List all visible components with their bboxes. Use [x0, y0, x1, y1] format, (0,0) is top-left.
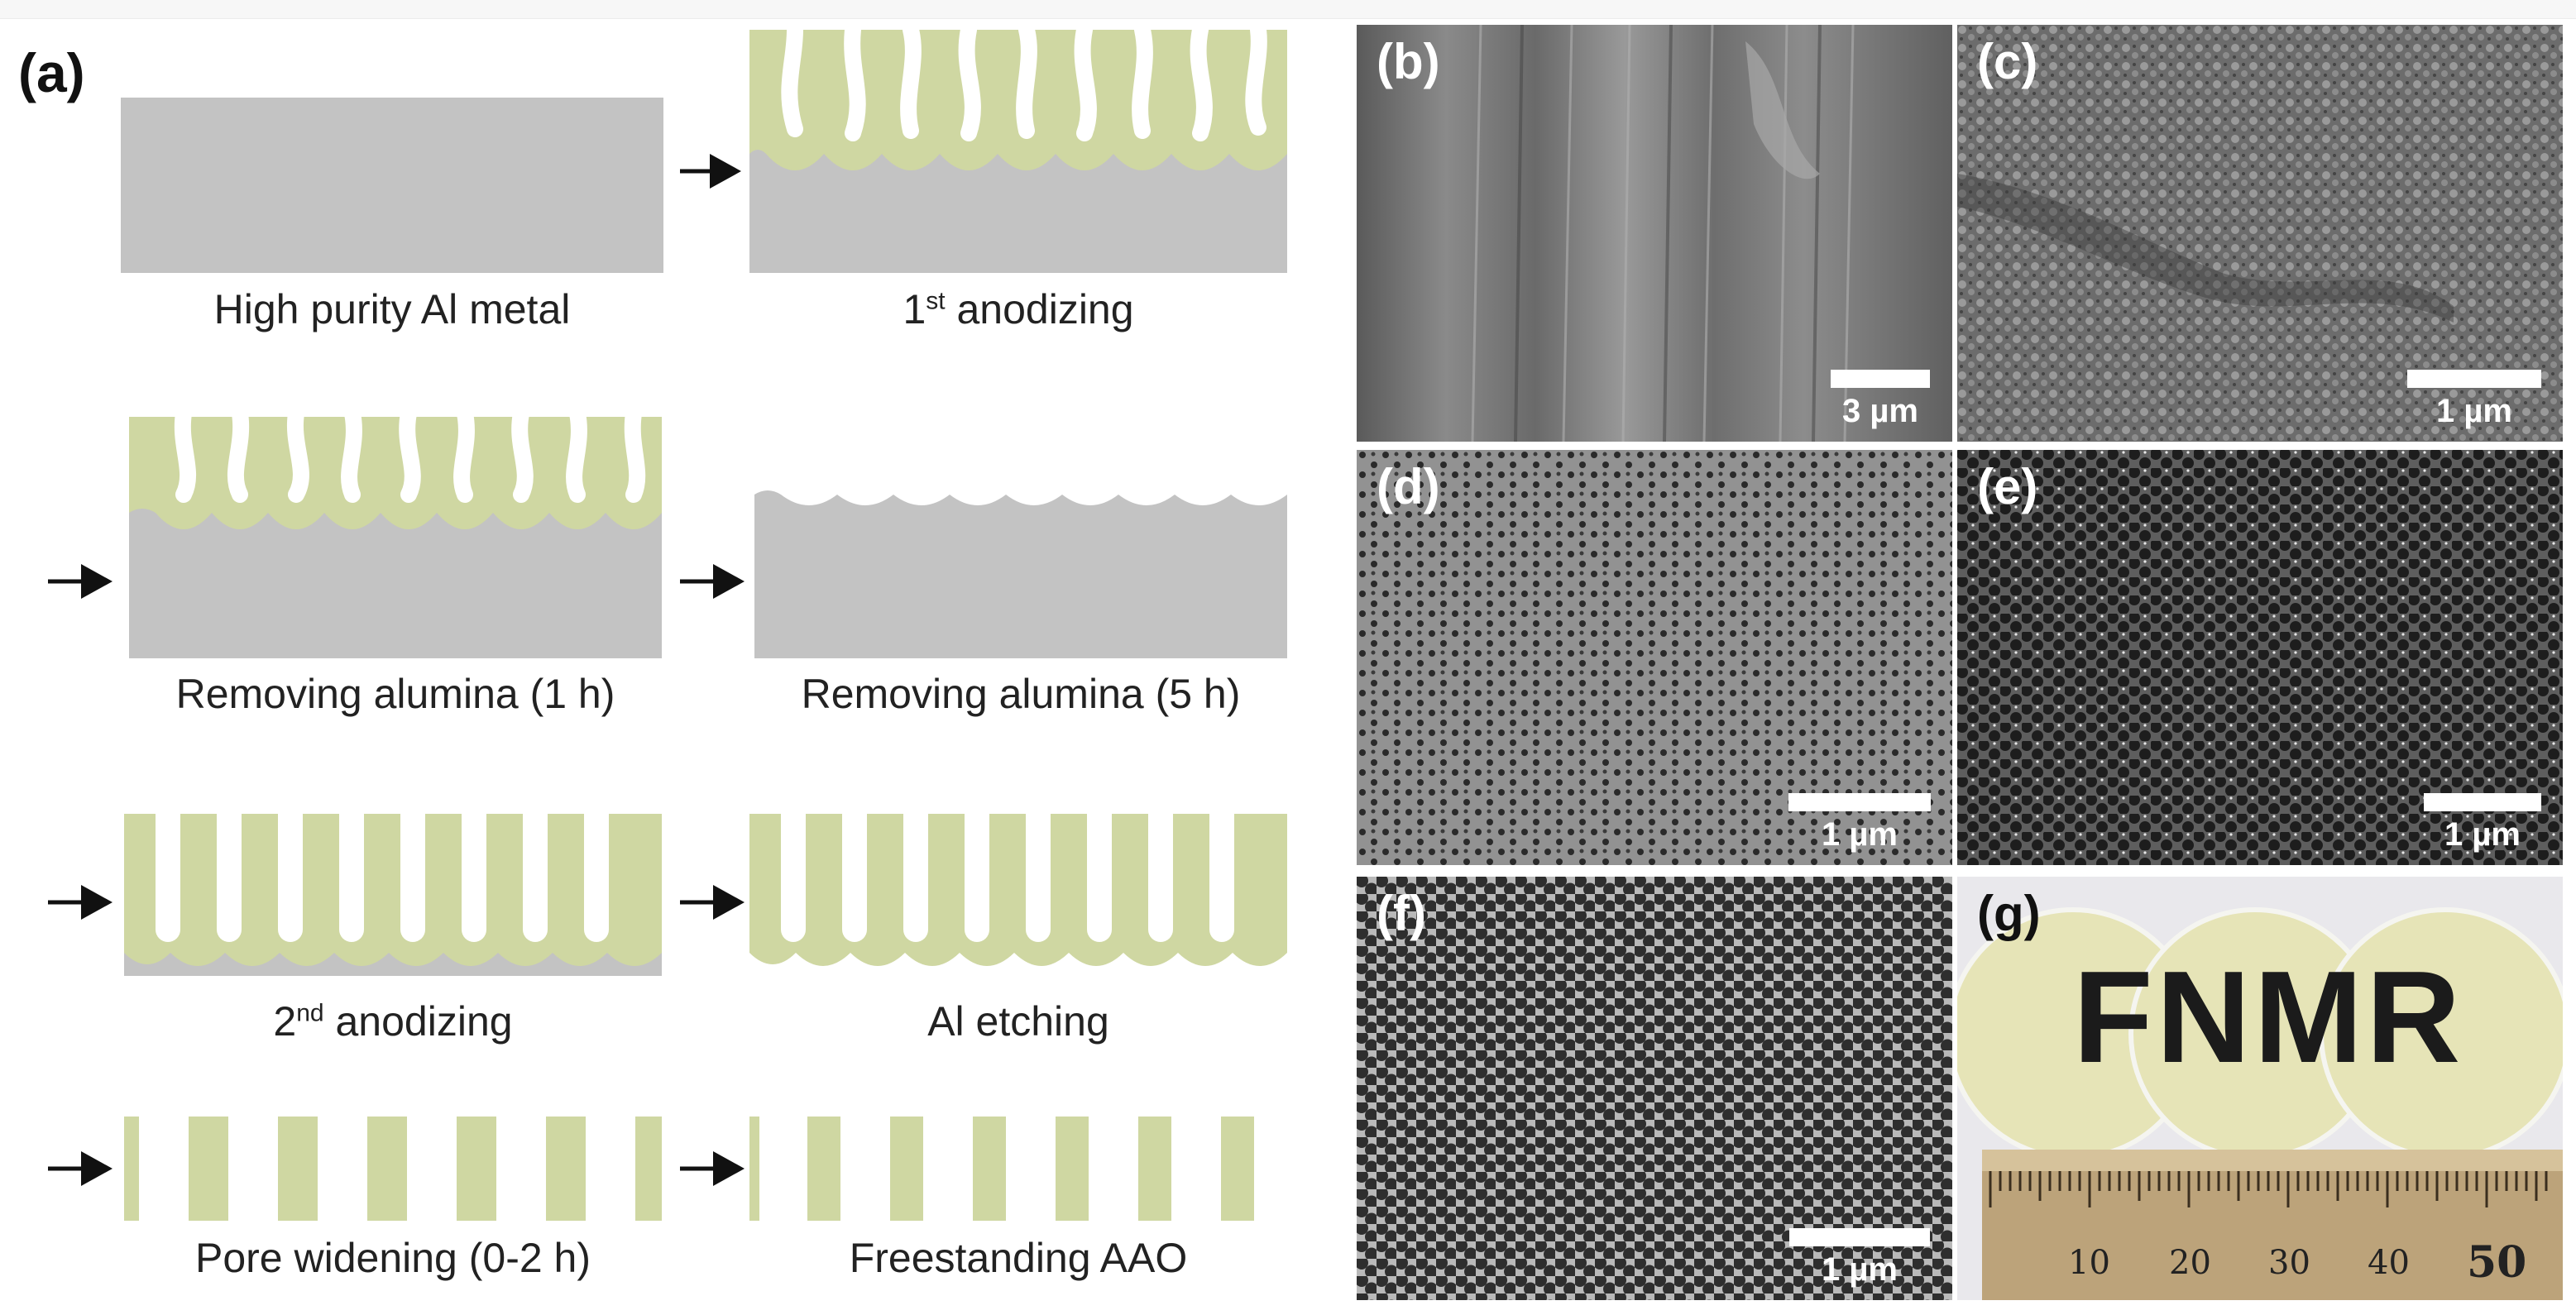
remove-alumina-1h-schematic: [129, 414, 662, 658]
scale-bar-c: 1 µm: [2404, 370, 2545, 430]
ruler-number: 30: [2268, 1244, 2310, 1282]
photo-g: FNMR (g) 10 20 30 40 50: [1957, 877, 2563, 1300]
al-metal-schematic: [121, 98, 663, 273]
panel-c-label: (c): [1977, 34, 2038, 89]
photo-g-drawing: [1957, 907, 2563, 1300]
scale-bar-d: 1 µm: [1785, 793, 1934, 854]
caption-freestanding: Freestanding AAO: [849, 1235, 1188, 1281]
freestanding-aao-schematic: [749, 1117, 1254, 1221]
remove-alumina-5h-schematic: [754, 480, 1287, 658]
sem-image-f: (f) 1 µm: [1357, 877, 1952, 1300]
arrow-icon: [680, 1151, 745, 1186]
arrow-icon: [680, 154, 741, 189]
caption-remove-5h: Removing alumina (5 h): [801, 671, 1241, 717]
caption-first-anodizing: 1st anodizing: [903, 286, 1134, 332]
caption-al-etching: Al etching: [927, 998, 1109, 1045]
panel-e-label: (e): [1977, 459, 2038, 514]
sem-image-b: (b) 3 µm: [1357, 25, 1952, 442]
ruler-number: 40: [2368, 1244, 2410, 1282]
scale-bar-e: 1 µm: [2420, 793, 2545, 854]
second-anodizing-schematic: [124, 814, 662, 976]
sem-image-c: (c) 1 µm: [1957, 25, 2563, 442]
scale-bar-f: 1 µm: [1785, 1228, 1934, 1289]
ruler-number: 20: [2169, 1244, 2211, 1282]
caption-al-metal: High purity Al metal: [213, 286, 571, 332]
ruler-number: 10: [2068, 1244, 2110, 1282]
fnmr-text: FNMR: [2073, 944, 2464, 1090]
panel-g-label: (g): [1977, 886, 2041, 941]
sem-image-e: (e) 1 µm: [1957, 450, 2563, 865]
ruler-ticks: [1989, 1171, 2548, 1207]
top-margin: [0, 0, 2576, 19]
caption-remove-1h: Removing alumina (1 h): [175, 671, 615, 717]
arrow-icon: [48, 885, 113, 920]
panel-a-label: (a): [18, 42, 85, 103]
arrow-icon: [48, 564, 113, 599]
scale-bar-b: 3 µm: [1827, 370, 1934, 430]
arrow-icon: [680, 885, 745, 920]
arrow-icon: [680, 564, 745, 599]
caption-second-anodizing: 2nd anodizing: [273, 998, 513, 1045]
ruler-number: 50: [2467, 1237, 2527, 1288]
panel-d-label: (d): [1377, 459, 1440, 514]
first-anodizing-schematic: [749, 30, 1287, 273]
panel-b-label: (b): [1377, 34, 1440, 89]
pore-widening-schematic: [124, 1117, 662, 1221]
caption-pore-widening: Pore widening (0-2 h): [194, 1235, 591, 1281]
al-etching-schematic: [749, 814, 1287, 966]
sem-image-d: (d) 1 µm: [1357, 450, 1952, 865]
sem-texture-c: [1957, 25, 2563, 442]
panel-f-label: (f): [1377, 886, 1426, 941]
arrow-icon: [48, 1151, 113, 1186]
